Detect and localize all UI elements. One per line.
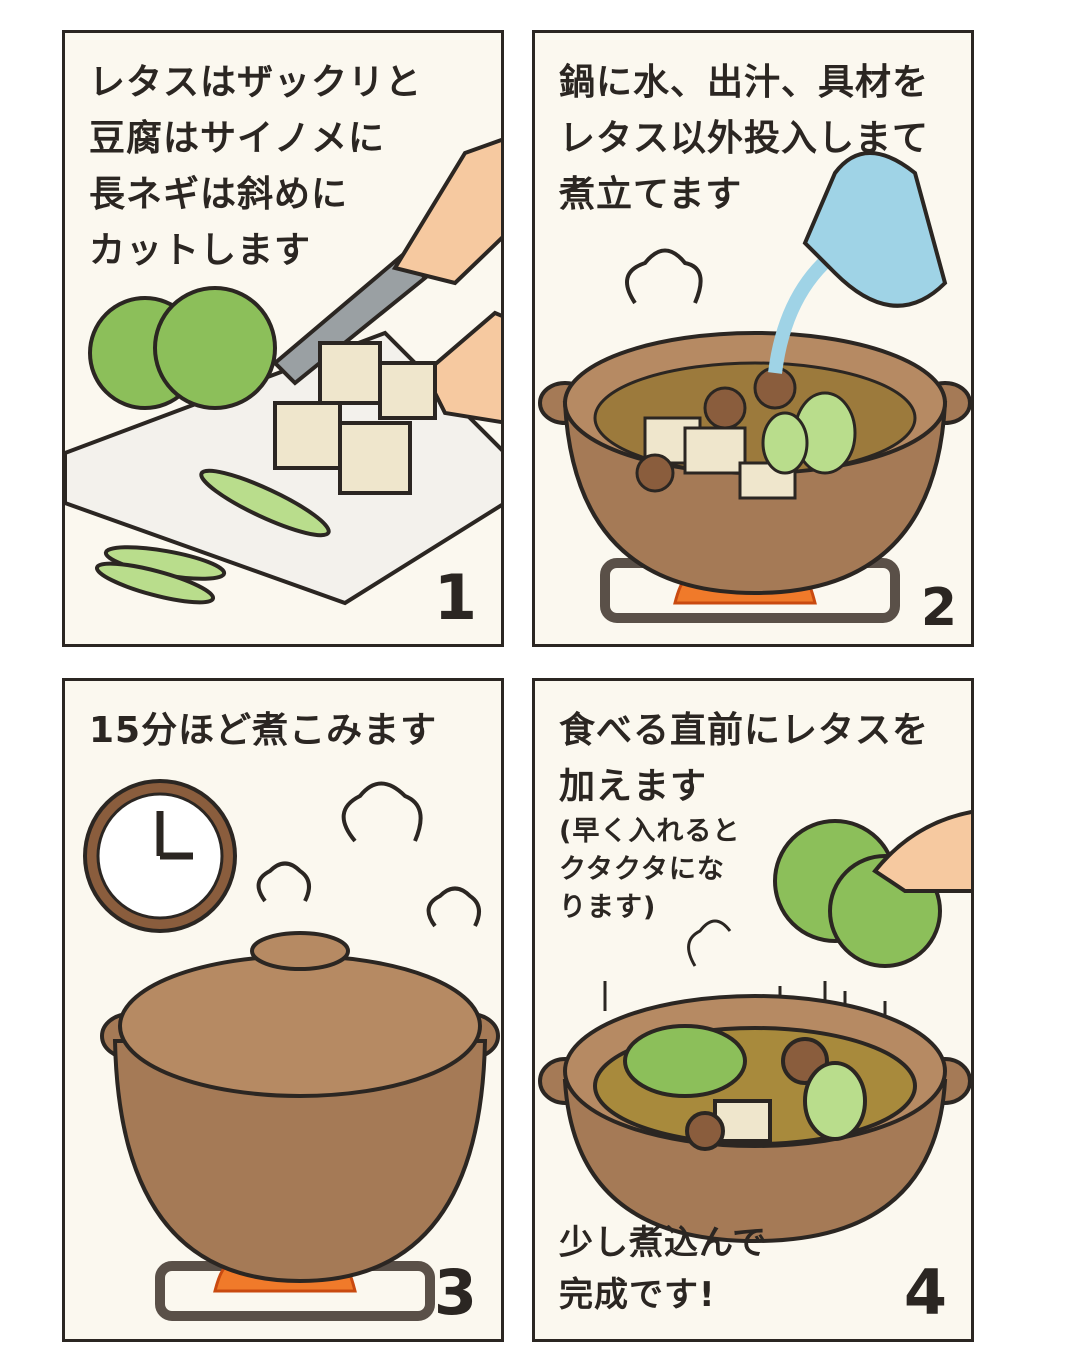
- lettuce-icon: [88, 286, 277, 410]
- step-1-caption: レタスはザックリと 豆腐はサイノメに 長ネギは斜めに カットします: [89, 62, 423, 271]
- simmering-pot-illustration: [83, 779, 500, 1321]
- hand-icon: [422, 310, 501, 425]
- adding-lettuce-illustration: [538, 810, 971, 1244]
- step-4-panel: 食べる直前にレタスを 加えます (早く入れると クタクタにな ります) 少し煮込…: [532, 678, 974, 1342]
- step-2-caption: 鍋に水、出汁、具材を レタス以外投入しまて 煮立てます: [559, 62, 930, 215]
- step-number: 3: [433, 1256, 477, 1329]
- step-3-panel: 15分ほど煮こみます 3: [62, 678, 504, 1342]
- cutting-illustration: [65, 138, 501, 606]
- steam-icon: [625, 248, 703, 305]
- step-4-footer: 少し煮込んで 完成です!: [559, 1223, 768, 1315]
- step-1-panel: レタスはザックリと 豆腐はサイノメに 長ネギは斜めに カットします 1: [62, 30, 504, 647]
- step-number: 4: [903, 1256, 947, 1329]
- measuring-cup-icon: [802, 151, 948, 308]
- steam-icon: [256, 781, 481, 928]
- hand-icon: [872, 810, 971, 893]
- green-onion-icon: [94, 468, 331, 605]
- step-4-note: (早く入れると クタクタにな ります): [559, 816, 741, 923]
- step-4-caption: 食べる直前にレタスを 加えます: [559, 710, 930, 807]
- clock-icon: [83, 779, 237, 933]
- hand-icon: [391, 138, 501, 286]
- step-number: 1: [433, 561, 477, 634]
- boiling-pot-illustration: [538, 151, 971, 623]
- tofu-icon: [273, 341, 437, 495]
- clay-pot-icon: [538, 994, 971, 1244]
- clay-pot-icon: [100, 931, 500, 1284]
- step-3-caption: 15分ほど煮こみます: [89, 710, 438, 751]
- step-2-panel: 鍋に水、出汁、具材を レタス以外投入しまて 煮立てます 2: [532, 30, 974, 647]
- step-number: 2: [920, 578, 957, 638]
